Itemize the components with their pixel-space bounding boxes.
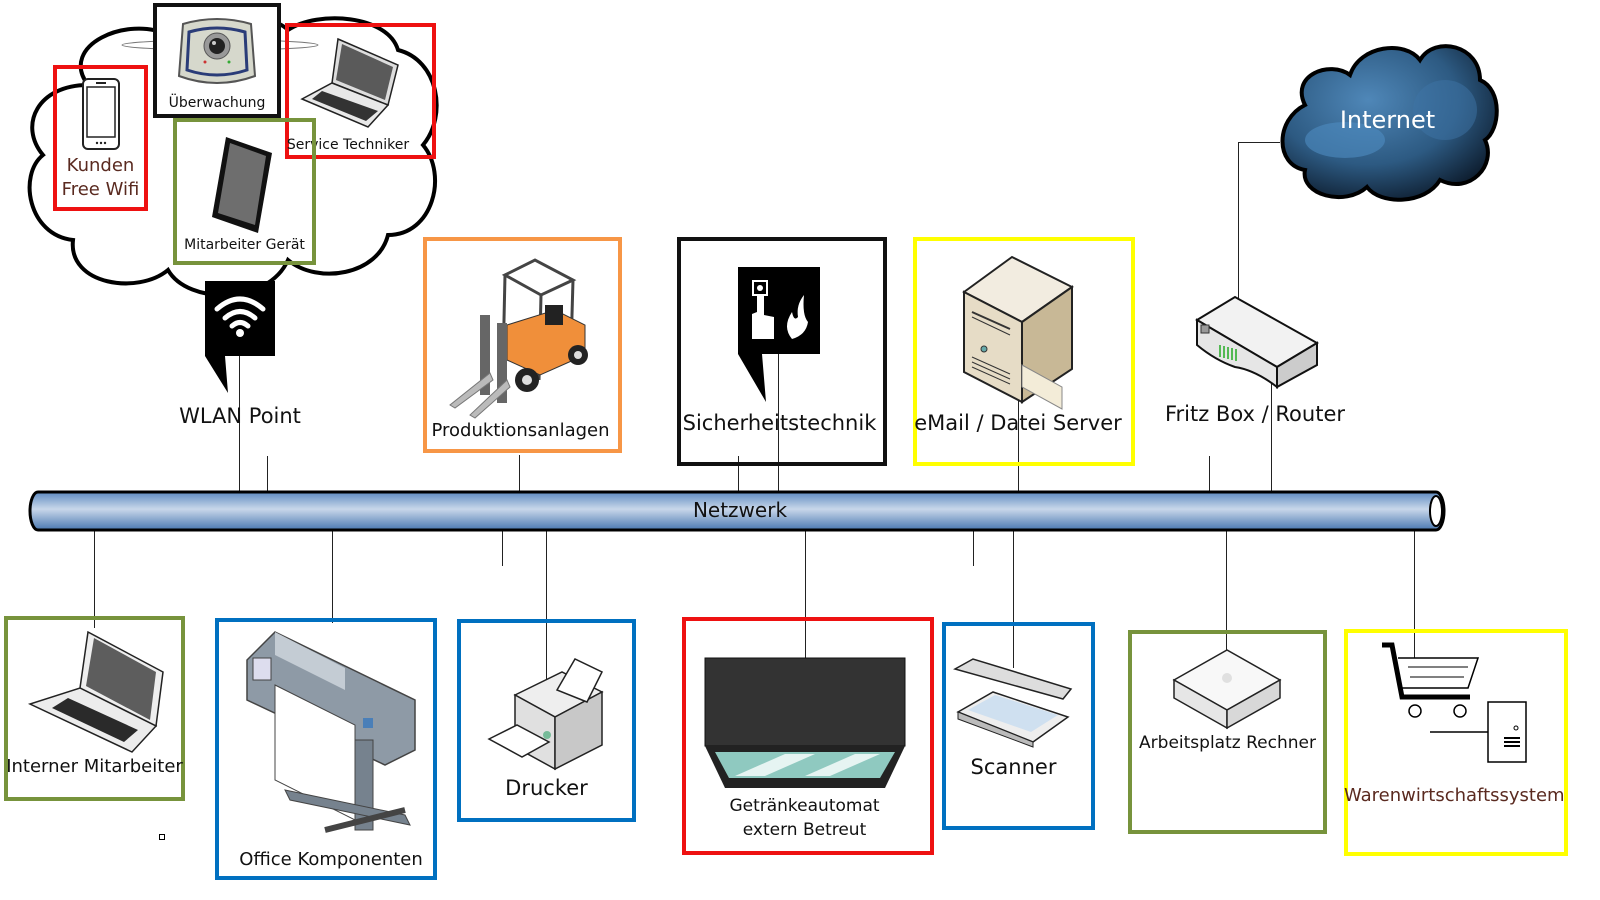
fire-alarm-icon: [738, 267, 820, 402]
frame-service-technician[interactable]: [285, 23, 436, 159]
label-service-technician: Service Techniker: [286, 137, 410, 153]
internet-cloud-icon: [1280, 44, 1499, 202]
wire-office: [332, 528, 333, 623]
wire-wlan-stub: [267, 456, 268, 493]
plotter-icon: [246, 631, 416, 833]
camera-icon: [177, 18, 257, 84]
frame-employee-device[interactable]: [173, 118, 316, 265]
label-scanner: Scanner: [970, 755, 1057, 779]
frame-office[interactable]: [215, 618, 437, 880]
shopping-cart-server-icon: [1382, 642, 1527, 763]
wire-internal: [94, 528, 95, 628]
wifi-icon: [205, 281, 275, 393]
label-surveillance: Überwachung: [168, 95, 266, 111]
wire-server: [1018, 370, 1019, 493]
label-production: Produktionsanlagen: [431, 420, 610, 441]
frame-internal-employee[interactable]: [4, 616, 185, 801]
laptop-icon: [27, 630, 164, 753]
label-internet: Internet: [1339, 106, 1436, 134]
label-vending-1: Getränkeautomat: [729, 796, 880, 816]
label-printer: Drucker: [505, 776, 588, 800]
label-erp: Warenwirtschaftssystem: [1344, 785, 1565, 806]
frame-security[interactable]: [677, 237, 887, 466]
label-wlan-point: WLAN Point: [179, 404, 301, 428]
wire-internet-v: [1238, 142, 1239, 298]
label-customer-wifi-1: Kunden: [66, 155, 135, 176]
smartphone-icon: [82, 78, 120, 150]
wire-internet-h: [1238, 142, 1280, 143]
frame-customer-wifi[interactable]: [53, 65, 148, 211]
frame-server[interactable]: [913, 237, 1135, 466]
label-internal-employee: Interner Mitarbeiter: [6, 756, 183, 777]
wire-printer: [546, 528, 547, 693]
label-router: Fritz Box / Router: [1164, 402, 1345, 426]
forklift-icon: [449, 258, 588, 419]
frame-printer[interactable]: [457, 619, 636, 822]
wire-wlan: [239, 325, 240, 493]
label-vending-2: extern Betreut: [742, 820, 867, 840]
stray-marker: [159, 834, 165, 840]
wire-stub-2: [973, 528, 974, 566]
label-server: eMail / Datei Server: [914, 411, 1122, 435]
printer-icon: [487, 658, 604, 771]
label-network: Netzwerk: [692, 498, 788, 522]
network-bus[interactable]: [28, 490, 1448, 532]
mini-pc-icon: [1172, 649, 1282, 730]
wire-scanner: [1013, 528, 1014, 668]
wire-vending: [805, 528, 806, 660]
wire-router-stub: [1209, 456, 1210, 493]
wire-security-b: [778, 350, 779, 493]
frame-production[interactable]: [423, 237, 622, 453]
label-customer-wifi-2: Free Wifi: [61, 179, 140, 200]
label-security: Sicherheitstechnik: [682, 411, 877, 435]
laptop-icon: [300, 37, 399, 128]
wire-production: [519, 455, 520, 493]
label-office: Office Komponenten: [239, 849, 423, 870]
wire-erp: [1414, 528, 1415, 658]
frame-scanner[interactable]: [942, 622, 1095, 830]
label-workstation: Arbeitsplatz Rechner: [1139, 733, 1316, 753]
frame-vending[interactable]: [682, 617, 934, 855]
wire-workstation: [1226, 528, 1227, 653]
scanner-icon: [953, 658, 1073, 748]
frame-workstation[interactable]: [1128, 630, 1327, 834]
label-employee-device: Mitarbeiter Gerät: [184, 237, 305, 253]
router-icon: [1195, 295, 1319, 390]
frame-erp[interactable]: [1344, 629, 1568, 856]
wire-router: [1271, 366, 1272, 493]
tablet-icon: [212, 137, 272, 233]
server-icon: [962, 255, 1074, 410]
vending-machine-icon: [704, 657, 906, 788]
wire-security-a: [738, 456, 739, 493]
wire-stub-1: [502, 528, 503, 566]
